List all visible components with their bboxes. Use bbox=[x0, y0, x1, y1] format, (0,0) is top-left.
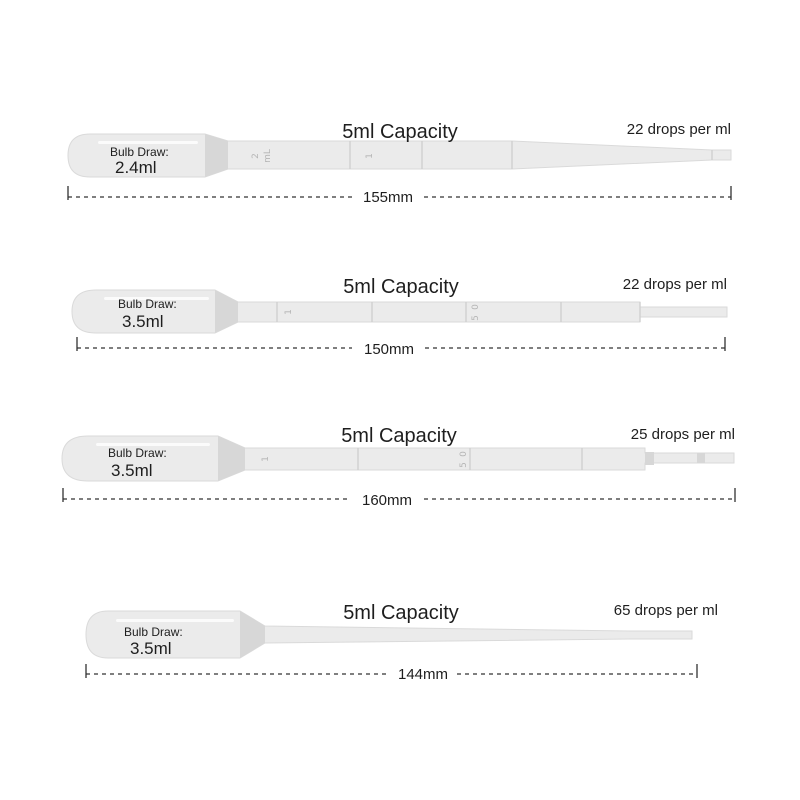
pipette-1-dimension bbox=[67, 186, 732, 200]
pipette-4-dimension bbox=[85, 664, 698, 678]
pipette-4-body bbox=[85, 610, 693, 659]
pipette-3-highlight bbox=[96, 443, 210, 446]
pipette-3-dimension bbox=[62, 488, 736, 502]
pipette-2-bulb-value: 3.5ml bbox=[122, 312, 164, 331]
pipette-1-length: 155mm bbox=[363, 189, 413, 206]
pipette-1-mark-1: 1 bbox=[365, 153, 375, 159]
pipette-1-drops: 22 drops per ml bbox=[627, 121, 731, 138]
pipette-2-highlight bbox=[104, 297, 209, 300]
pipette-1-bulb-value: 2.4ml bbox=[115, 158, 157, 177]
pipette-3-length: 160mm bbox=[362, 492, 412, 509]
pipette-3-tip-band bbox=[645, 452, 654, 465]
pipette-4-highlight bbox=[116, 619, 234, 622]
pipette-1-graduations bbox=[349, 141, 713, 169]
pipette-1-highlight bbox=[98, 141, 198, 144]
pipette-4-length: 144mm bbox=[398, 666, 448, 683]
pipette-3-graduations bbox=[357, 448, 583, 470]
pipette-2-bulb-label: Bulb Draw: bbox=[118, 297, 177, 311]
pipette-4: Bulb Draw: 3.5ml 5ml Capacity 65 drops p… bbox=[85, 602, 718, 683]
pipette-3-mark-1: 1 bbox=[261, 456, 271, 462]
pipette-3-mark-5: 5 bbox=[459, 462, 469, 468]
pipette-4-bulb-label: Bulb Draw: bbox=[124, 625, 183, 639]
pipette-2-dimension bbox=[76, 337, 726, 351]
pipette-3-mark-0: 0 bbox=[459, 451, 469, 457]
pipette-2-neck bbox=[215, 290, 238, 333]
pipette-2: 1 0 5 Bulb Draw: 3.5ml 5ml Capacity 22 d… bbox=[71, 276, 728, 358]
pipette-1-body bbox=[67, 133, 732, 178]
pipette-1: 2 mL 1 Bulb Draw: 2.4ml 5ml Capacity 22 … bbox=[67, 121, 732, 206]
pipette-2-drops: 22 drops per ml bbox=[623, 276, 727, 293]
pipette-4-drops: 65 drops per ml bbox=[614, 602, 718, 619]
pipette-3-bulb-value: 3.5ml bbox=[111, 461, 153, 480]
pipette-1-capacity: 5ml Capacity bbox=[342, 121, 458, 143]
pipette-2-mark-1: 1 bbox=[284, 309, 294, 315]
pipette-3-bulb-label: Bulb Draw: bbox=[108, 446, 167, 460]
pipette-3-drops: 25 drops per ml bbox=[631, 426, 735, 443]
pipette-2-capacity: 5ml Capacity bbox=[343, 276, 459, 298]
pipette-4-capacity: 5ml Capacity bbox=[343, 602, 459, 624]
pipette-2-length: 150mm bbox=[364, 341, 414, 358]
pipette-1-bulb-label: Bulb Draw: bbox=[110, 145, 169, 159]
pipette-2-mark-5: 5 bbox=[471, 315, 481, 321]
pipette-3-tip-ring bbox=[697, 453, 705, 463]
pipette-1-neck bbox=[205, 134, 228, 177]
pipette-2-mark-0: 0 bbox=[471, 304, 481, 310]
pipette-1-mark-ml: mL bbox=[263, 149, 273, 163]
pipette-4-neck bbox=[240, 611, 265, 658]
pipette-3-neck bbox=[218, 436, 245, 481]
pipette-4-bulb-value: 3.5ml bbox=[130, 639, 172, 658]
pipette-2-graduations bbox=[276, 302, 641, 322]
pipette-3: 1 0 5 Bulb Draw: 3.5ml 5ml Capacity 25 d… bbox=[61, 425, 736, 509]
pipette-1-mark-2: 2 bbox=[251, 153, 261, 159]
pipette-3-capacity: 5ml Capacity bbox=[341, 425, 457, 447]
